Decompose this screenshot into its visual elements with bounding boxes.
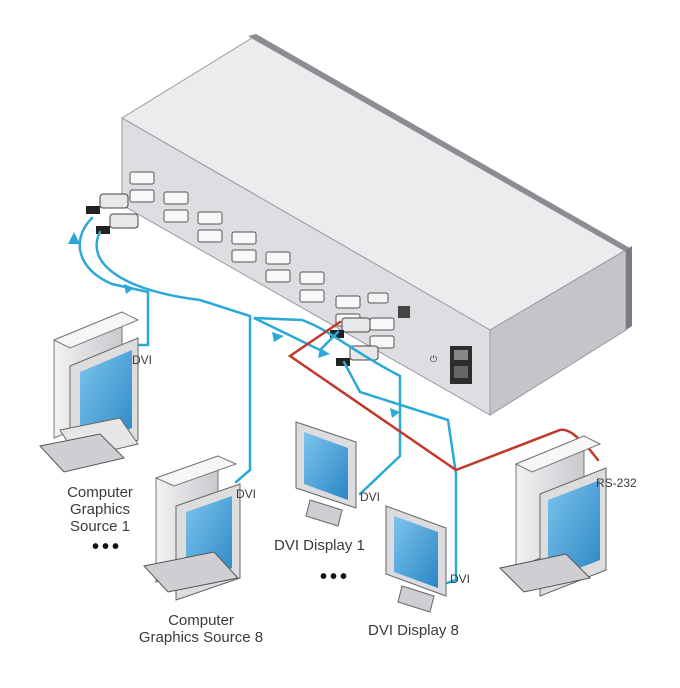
display-8-caption: DVI Display 8 xyxy=(368,622,459,639)
computer-source-1 xyxy=(39,311,140,473)
source-1-caption-line-3: Source 1 xyxy=(69,518,131,535)
svg-text:⏻: ⏻ xyxy=(430,354,437,364)
signal-arrows xyxy=(68,232,400,418)
dvi-connector-pair-3 xyxy=(197,211,223,243)
control-computer xyxy=(498,435,607,597)
dvi-connector-pair-5 xyxy=(265,251,291,283)
rs232-port xyxy=(367,292,389,304)
dvi-plug-input xyxy=(86,193,139,234)
rs232-label: RS-232 xyxy=(596,476,637,490)
computer-source-8 xyxy=(143,455,241,601)
dvi-display-8 xyxy=(385,505,447,613)
dvi-display-1 xyxy=(295,421,357,527)
ethernet-port xyxy=(398,306,410,318)
dvi-label-display-8: DVI xyxy=(450,572,471,586)
dvi-connector-pair-8 xyxy=(369,317,395,349)
source-8-caption-line-1: Computer xyxy=(168,612,234,629)
display-1-caption: DVI Display 1 xyxy=(274,537,365,554)
dvi-connector-pair-1 xyxy=(129,171,155,203)
dvi-label-source-1: DVI xyxy=(132,353,153,367)
dvi-cables xyxy=(78,216,458,586)
source-8-caption: Computer Graphics Source 8 xyxy=(118,612,284,646)
sources-ellipsis: ••• xyxy=(92,536,123,558)
matrix-switcher: ⏻ xyxy=(121,34,632,416)
source-1-caption: Computer Graphics Source 1 xyxy=(44,484,156,535)
source-1-caption-line-2: Graphics xyxy=(69,501,131,518)
dvi-label-display-1: DVI xyxy=(360,490,381,504)
dvi-connector-pair-4 xyxy=(231,231,257,263)
dvi-connector-pair-2 xyxy=(163,191,189,223)
dvi-connector-pair-6 xyxy=(299,271,325,303)
displays-ellipsis: ••• xyxy=(320,566,351,588)
source-8-caption-line-2: Graphics Source 8 xyxy=(138,629,264,646)
source-1-caption-line-1: Computer xyxy=(67,484,133,501)
dvi-label-source-8: DVI xyxy=(236,487,257,501)
power-inlet xyxy=(450,346,472,384)
